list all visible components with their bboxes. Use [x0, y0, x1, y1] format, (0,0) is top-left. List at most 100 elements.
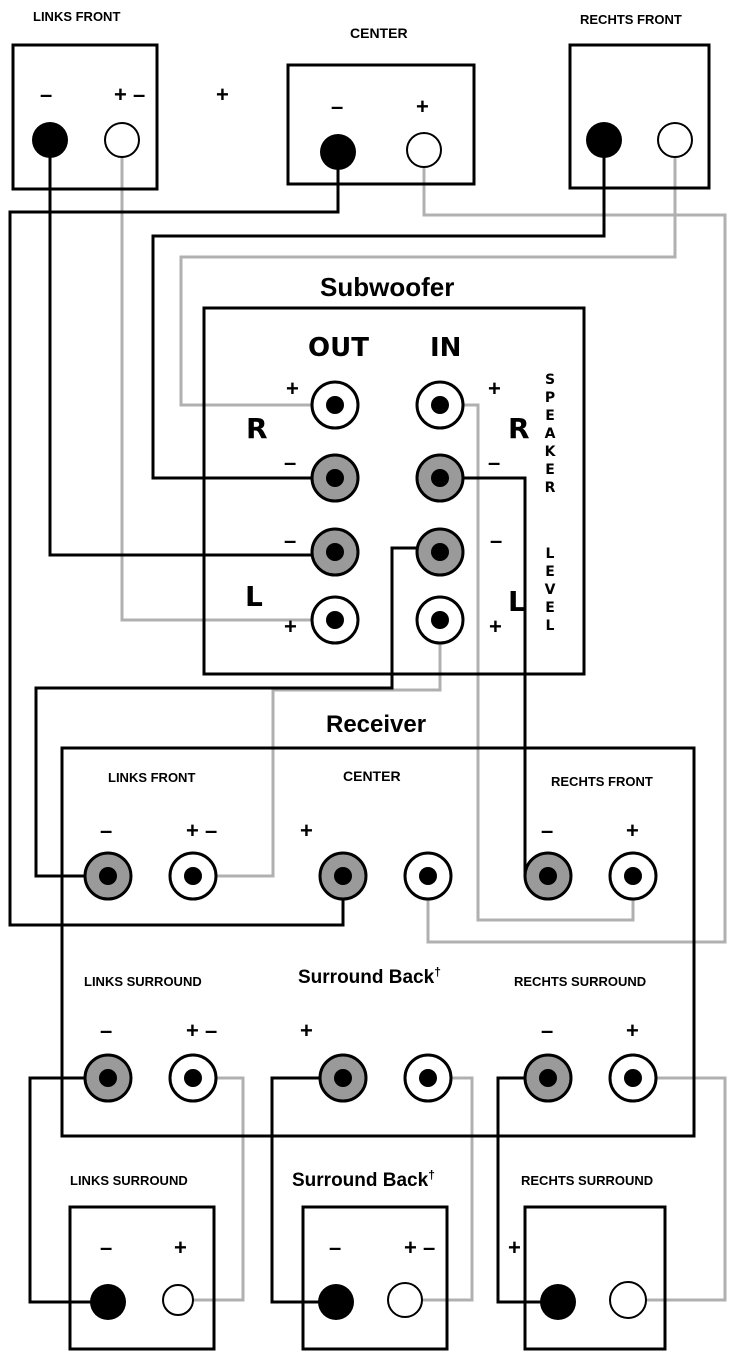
- speaker-level-letter: K: [545, 444, 557, 460]
- sign-rx-rechts-surround-plus: +: [626, 1018, 639, 1043]
- label-rx-center: CENTER: [343, 768, 401, 784]
- sign-rx-surround-back-plus: +: [300, 1018, 313, 1043]
- sign-rx-links-surround-plus-minus: + –: [186, 1018, 217, 1043]
- label-out: OUT: [308, 333, 369, 363]
- sign-out-l-plus: +: [284, 614, 297, 639]
- sign-links-front-minus: –: [40, 82, 52, 107]
- jack-out-l-minus: [310, 527, 360, 577]
- sign-out-l-minus: –: [284, 528, 296, 553]
- label-surround-back-bottom-mark: †: [428, 1168, 435, 1182]
- label-rx-rechts-surround: RECHTS SURROUND: [514, 974, 646, 989]
- boxes: [11, 43, 711, 1351]
- box-rechts-surround-bottom: [523, 1205, 667, 1351]
- jack-in-r-plus: [415, 380, 465, 430]
- label-out-r: R: [246, 412, 268, 445]
- sign-in-l-minus: –: [490, 528, 502, 553]
- terminal-surround-back-minus: [318, 1284, 354, 1320]
- box-center-top: [286, 63, 476, 186]
- sign-surround-back-plus-minus: + –: [404, 1235, 435, 1260]
- label-in-l: L: [508, 585, 526, 618]
- speaker-level-letter: L: [546, 618, 555, 634]
- label-rechts-front-top: RECHTS FRONT: [580, 12, 682, 27]
- label-surround-back-bottom: Surround Back†: [292, 1168, 435, 1191]
- sign-in-r-plus: +: [488, 376, 501, 401]
- jack-rx-rechts-front-minus: [523, 851, 573, 901]
- jack-rx-rechts-surround-minus: [523, 1053, 573, 1103]
- box-rechts-front-top: [568, 43, 711, 190]
- sign-links-surround-minus: –: [100, 1235, 112, 1260]
- wire-rechts-surround-minus: [496, 1076, 556, 1304]
- speaker-level-letter: R: [545, 480, 556, 496]
- label-links-surround-bottom: LINKS SURROUND: [70, 1173, 188, 1188]
- label-rx-links-front: LINKS FRONT: [108, 770, 195, 785]
- sign-center-plus: +: [416, 94, 429, 119]
- speaker-level-letter: A: [545, 426, 556, 442]
- label-rx-rechts-front: RECHTS FRONT: [551, 774, 653, 789]
- terminal-rechts-front-plus: [657, 122, 693, 158]
- box-links-front-top: [11, 43, 159, 191]
- sign-rx-rechts-front-minus: –: [541, 818, 553, 843]
- wire-sub-in-r-plus: [440, 403, 635, 922]
- box-subwoofer: [202, 306, 586, 676]
- wire-center-minus: [8, 150, 345, 927]
- jack-rx-links-surround-minus: [83, 1053, 133, 1103]
- speaker-level-letter: E: [545, 600, 555, 616]
- sign-rx-rechts-surround-minus: –: [541, 1018, 553, 1043]
- speaker-level-letter: V: [545, 582, 556, 598]
- receiver-jacks: [83, 851, 658, 1103]
- speaker-level-letter: S: [545, 372, 555, 388]
- jack-out-l-plus: [310, 595, 360, 645]
- jack-rx-links-surround-plus: [168, 1053, 218, 1103]
- sign-out-r-plus: +: [286, 376, 299, 401]
- label-receiver: Receiver: [326, 711, 426, 738]
- speaker-level-letter: E: [545, 408, 555, 424]
- terminal-links-front-plus: [104, 122, 140, 158]
- black-wires: [8, 140, 606, 1304]
- jack-in-l-plus: [415, 595, 465, 645]
- jack-rx-rechts-front-plus: [608, 851, 658, 901]
- subwoofer-jacks: [310, 380, 465, 645]
- speaker-level-letter: E: [545, 564, 555, 580]
- speaker-level-letter: E: [545, 462, 555, 478]
- jack-rx-rechts-surround-plus: [608, 1053, 658, 1103]
- label-rx-links-surround: LINKS SURROUND: [84, 974, 202, 989]
- sign-rechts-surround-plus: +: [508, 1235, 521, 1260]
- terminal-center-plus: [406, 132, 442, 168]
- box-receiver: [60, 746, 696, 1138]
- jack-in-r-minus: [415, 453, 465, 503]
- wire-rechts-front-plus: [179, 143, 677, 407]
- label-links-front-top: LINKS FRONT: [33, 9, 120, 24]
- label-subwoofer: Subwoofer: [320, 272, 454, 302]
- sign-center-minus: –: [331, 94, 343, 119]
- label-surround-back-mark: †: [434, 965, 441, 979]
- label-in-r: R: [508, 412, 530, 445]
- wire-links-front-plus: [120, 143, 335, 622]
- wire-center-plus: [422, 150, 727, 944]
- wire-sub-in-l-minus: [34, 546, 440, 878]
- bottom-terminals: [90, 1281, 647, 1320]
- sign-rx-links-front-plus-minus: + –: [186, 818, 217, 843]
- label-rechts-surround-bottom: RECHTS SURROUND: [521, 1173, 653, 1188]
- sign-in-l-plus: +: [489, 614, 502, 639]
- terminal-links-surround-plus: [162, 1284, 194, 1316]
- label-center-top: CENTER: [350, 25, 408, 41]
- sign-top-plus: +: [216, 82, 229, 107]
- label-surround-back-text: Surround Back: [298, 967, 435, 988]
- jack-out-r-plus: [310, 380, 360, 430]
- jack-in-l-minus: [415, 527, 465, 577]
- box-links-surround-bottom: [68, 1205, 216, 1351]
- terminal-rechts-front-minus: [586, 122, 622, 158]
- label-in: IN: [430, 333, 461, 363]
- label-speaker-level: S P E A K E R L E V E L: [545, 372, 557, 634]
- sign-rx-center-plus: +: [300, 818, 313, 843]
- label-surround-back-bottom-text: Surround Back: [292, 1170, 429, 1191]
- label-out-l: L: [245, 580, 263, 613]
- wire-rechts-front-minus: [151, 140, 606, 480]
- speaker-level-letter: L: [546, 546, 555, 562]
- sign-links-front-plus-minus: + –: [114, 82, 145, 107]
- terminal-links-surround-minus: [90, 1284, 126, 1320]
- terminal-links-front-minus: [32, 122, 68, 158]
- sign-surround-back-minus: –: [329, 1235, 341, 1260]
- terminal-surround-back-plus: [387, 1282, 423, 1318]
